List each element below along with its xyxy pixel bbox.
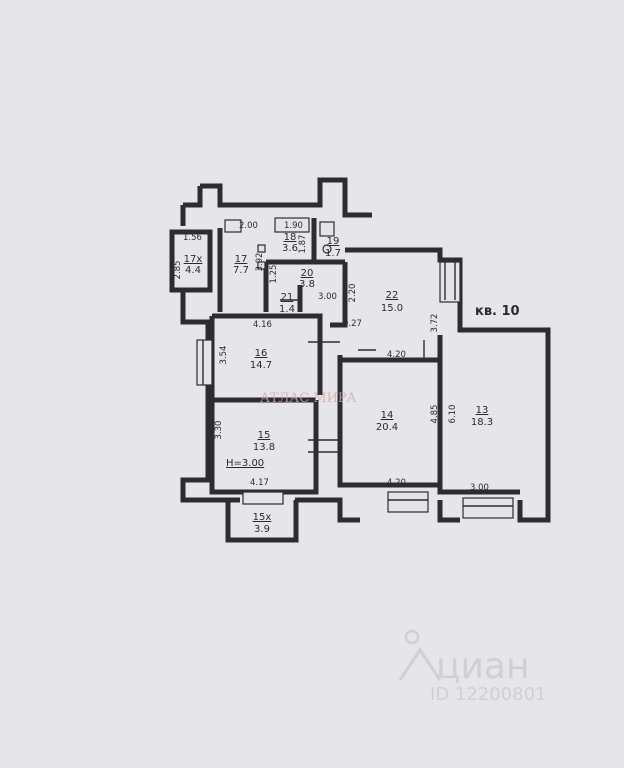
agency-watermark-text: АТЛАС МИРА bbox=[260, 391, 357, 406]
svg-text:18: 18 bbox=[284, 232, 297, 243]
dimension-label: 3.54 bbox=[219, 346, 229, 365]
room-22: 22 15.0 bbox=[381, 290, 403, 314]
dimension-label: 3.72 bbox=[430, 314, 440, 333]
dimension-label: 0.27 bbox=[343, 319, 362, 329]
dimension-label: 3.92 bbox=[255, 253, 265, 272]
dimension-label: 1.25 bbox=[269, 265, 279, 284]
dimension-label: 2.00 bbox=[239, 221, 258, 231]
dimension-label: 1.90 bbox=[284, 221, 303, 231]
agency-watermark: АТЛАС МИРА bbox=[260, 391, 357, 406]
dimension-label: 1.56 bbox=[183, 233, 202, 243]
svg-text:17х: 17х bbox=[184, 254, 203, 265]
dimension-label: 4.17 bbox=[250, 478, 269, 488]
svg-text:22: 22 bbox=[386, 290, 399, 301]
room-17: 177.7 bbox=[233, 254, 249, 276]
svg-text:3.6: 3.6 bbox=[282, 243, 298, 254]
svg-text:15х: 15х bbox=[253, 512, 272, 523]
svg-text:1.4: 1.4 bbox=[279, 304, 295, 315]
room-21: 211.4 bbox=[279, 292, 295, 315]
svg-text:15.0: 15.0 bbox=[381, 303, 403, 314]
svg-text:14.7: 14.7 bbox=[250, 360, 272, 371]
dimension-labels: 1.56 2.85 2.00 1.90 1.87 3.92 1.25 3.00 … bbox=[173, 221, 489, 493]
svg-text:1.7: 1.7 bbox=[325, 248, 341, 259]
apartment-label: кв. 10 bbox=[475, 304, 520, 319]
room-labels: 22 15.0 211.4 203.8 191.7 183.6 177.7 17х… bbox=[184, 232, 493, 535]
dimension-label: 3.30 bbox=[214, 421, 224, 440]
dimension-label: 2.20 bbox=[348, 284, 358, 303]
dimension-label: 2.85 bbox=[173, 261, 183, 280]
svg-text:16: 16 bbox=[255, 348, 268, 359]
dimension-label: 3.00 bbox=[470, 483, 489, 493]
svg-text:20.4: 20.4 bbox=[376, 422, 398, 433]
dimension-label: 4.85 bbox=[430, 405, 440, 424]
svg-text:13.8: 13.8 bbox=[253, 442, 275, 453]
cian-logo-icon bbox=[398, 629, 442, 681]
svg-text:21: 21 bbox=[281, 292, 294, 303]
cian-brand-text: циан bbox=[436, 646, 530, 687]
walls bbox=[169, 177, 551, 543]
room-19: 191.7 bbox=[325, 236, 341, 259]
listing-id-text: ID 12200801 bbox=[430, 684, 547, 705]
dimension-label: 4.20 bbox=[387, 350, 406, 360]
dimension-label: 4.16 bbox=[253, 320, 272, 330]
svg-text:3.9: 3.9 bbox=[254, 524, 270, 535]
svg-text:3.8: 3.8 bbox=[299, 279, 315, 290]
details bbox=[196, 217, 514, 519]
cian-watermark: циан ID 12200801 bbox=[398, 629, 547, 705]
svg-text:13: 13 bbox=[476, 405, 489, 416]
svg-text:15: 15 bbox=[258, 430, 271, 441]
svg-text:18.3: 18.3 bbox=[471, 417, 493, 428]
room-18: 183.6 bbox=[282, 232, 298, 254]
dimension-label: 3.00 bbox=[318, 292, 337, 302]
dimension-label: 6.10 bbox=[448, 405, 458, 424]
svg-text:20: 20 bbox=[301, 268, 314, 279]
svg-text:14: 14 bbox=[381, 410, 394, 421]
room-20: 203.8 bbox=[299, 268, 315, 290]
dimension-label: 1.87 bbox=[298, 235, 308, 254]
svg-text:4.4: 4.4 bbox=[185, 265, 201, 276]
svg-text:17: 17 bbox=[235, 254, 248, 265]
dimension-label: 4.20 bbox=[387, 478, 406, 488]
ceiling-height-label: Н=3.00 bbox=[226, 458, 264, 469]
svg-text:19: 19 bbox=[327, 236, 340, 247]
svg-text:7.7: 7.7 bbox=[233, 265, 249, 276]
